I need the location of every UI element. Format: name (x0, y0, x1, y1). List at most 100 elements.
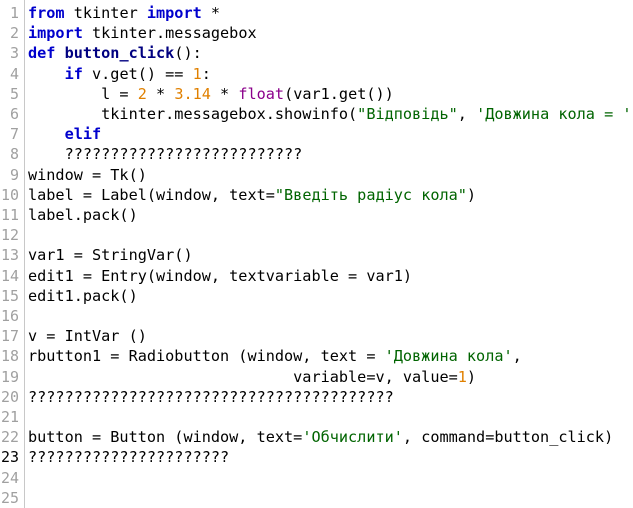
line-number: 24 (0, 468, 19, 487)
code-line[interactable]: 17 v = IntVar () (0, 326, 633, 346)
code-token: edit1 = Entry(window, textvariable = var… (28, 266, 413, 285)
code-line[interactable]: 18 rbutton1 = Radiobutton (window, text =… (0, 346, 633, 366)
code-text: tkinter.messagebox.showinfo("Відповідь",… (28, 104, 633, 124)
line-number: 6 (9, 105, 19, 123)
line-number: 11 (0, 206, 19, 224)
code-text: label = Label(window, text="Введіть раді… (28, 185, 476, 205)
code-token: button_click (64, 44, 175, 63)
line-number: 21 (0, 408, 19, 426)
code-text: ?????????????????????????? (28, 144, 303, 164)
code-token: float (238, 84, 285, 103)
code-token: tkinter.messagebox.showinfo( (28, 105, 358, 123)
code-token: from (28, 4, 65, 22)
code-line[interactable]: 10 label = Label(window, text="Введіть ра… (0, 185, 633, 205)
code-token: , command=button_click) (402, 428, 614, 447)
code-token: window = Tk() (28, 165, 147, 184)
code-line[interactable]: 6 tkinter.messagebox.showinfo("Відповідь… (0, 104, 633, 124)
line-number: 7 (9, 125, 19, 144)
line-number: 25 (0, 488, 19, 507)
code-line[interactable]: 9 window = Tk() (0, 165, 633, 185)
code-token: label = Label(window, text= (28, 185, 275, 204)
code-line[interactable]: 12 (0, 225, 633, 245)
code-line[interactable]: 4 if v.get() == 1: (0, 64, 633, 84)
code-token: * (210, 84, 239, 103)
line-number: 9 (9, 165, 19, 184)
line-number: 17 (0, 327, 19, 346)
code-token: : (201, 64, 211, 83)
line-number: 8 (9, 145, 19, 164)
line-number: 16 (0, 307, 19, 325)
code-token: import (146, 4, 202, 22)
line-number: 4 (9, 64, 19, 83)
code-token: 1 (457, 367, 467, 386)
code-token: if (64, 64, 83, 83)
code-line[interactable]: 20??????????????????????????????????????… (0, 387, 633, 407)
code-text: window = Tk() (28, 165, 147, 185)
code-text: rbutton1 = Radiobutton (window, text = '… (28, 346, 522, 366)
code-text: v = IntVar () (28, 326, 147, 346)
code-token: ???????????????????????????????????????? (28, 387, 394, 406)
code-token: 3.14 (174, 84, 211, 103)
code-token: ?????????????????????????? (28, 145, 303, 164)
code-token: 'Обчислити' (302, 428, 403, 447)
code-token: * (201, 4, 221, 22)
code-token: def (28, 44, 56, 63)
code-token: "Відповідь" (357, 105, 458, 123)
code-token (55, 44, 64, 62)
code-line[interactable]: 21 (0, 407, 633, 427)
code-token: 2 (137, 84, 147, 103)
code-line[interactable]: 3 def button_click(): (0, 43, 633, 63)
code-line[interactable]: 16 (0, 306, 633, 326)
code-line[interactable]: 19 variable=v, value=1) (0, 367, 633, 387)
code-token: ?????????????????????? (28, 448, 230, 467)
code-text: edit1.pack() (28, 286, 138, 306)
code-token (28, 125, 65, 143)
code-token: var1 = StringVar() (28, 246, 193, 265)
code-text: button = Button (window, text='Обчислити… (28, 427, 613, 447)
code-token: * (146, 84, 175, 103)
code-token: (): (174, 44, 202, 63)
code-token: tkinter (64, 4, 147, 22)
code-text: from tkinter import * (28, 3, 220, 23)
code-line[interactable]: 8 ?????????????????????????? (0, 144, 633, 164)
code-line[interactable]: 25 (0, 488, 633, 508)
code-line[interactable]: 24 (0, 468, 633, 488)
code-token: l = (28, 84, 138, 103)
code-text: l = 2 * 3.14 * float(var1.get()) (28, 84, 394, 104)
code-token: 'Довжина кола = ' (476, 105, 632, 123)
line-number: 2 (9, 24, 19, 43)
code-token: rbutton1 = Radiobutton (window, text = (28, 347, 385, 366)
code-line[interactable]: 7 elif (0, 124, 633, 144)
code-line[interactable]: 23?????????????????????? (0, 447, 633, 467)
line-number: 3 (9, 44, 19, 63)
line-number: 23 (0, 448, 19, 467)
code-text: ???????????????????????????????????????? (28, 387, 394, 407)
code-token: , (512, 347, 522, 366)
line-number: 19 (0, 367, 19, 386)
line-number: 10 (0, 185, 19, 204)
line-number: 12 (0, 226, 19, 245)
code-line[interactable]: 11 label.pack() (0, 205, 633, 225)
gutter-divider (24, 0, 25, 508)
code-token: edit1.pack() (28, 286, 138, 305)
code-token: , (457, 105, 477, 123)
code-token: 'Довжина кола' (384, 347, 513, 366)
code-line[interactable]: 15 edit1.pack() (0, 286, 633, 306)
code-text: label.pack() (28, 205, 138, 225)
line-number-gutter (0, 0, 24, 508)
line-number: 5 (9, 84, 19, 103)
line-number: 18 (0, 347, 19, 366)
code-token: v = IntVar () (28, 327, 147, 346)
line-number: 15 (0, 286, 19, 305)
code-line[interactable]: 5 l = 2 * 3.14 * float(var1.get()) (0, 84, 633, 104)
code-token: "Введіть радіус кола" (274, 185, 467, 204)
code-token (28, 65, 65, 83)
code-token: import (28, 24, 83, 43)
code-token: label.pack() (28, 206, 138, 224)
